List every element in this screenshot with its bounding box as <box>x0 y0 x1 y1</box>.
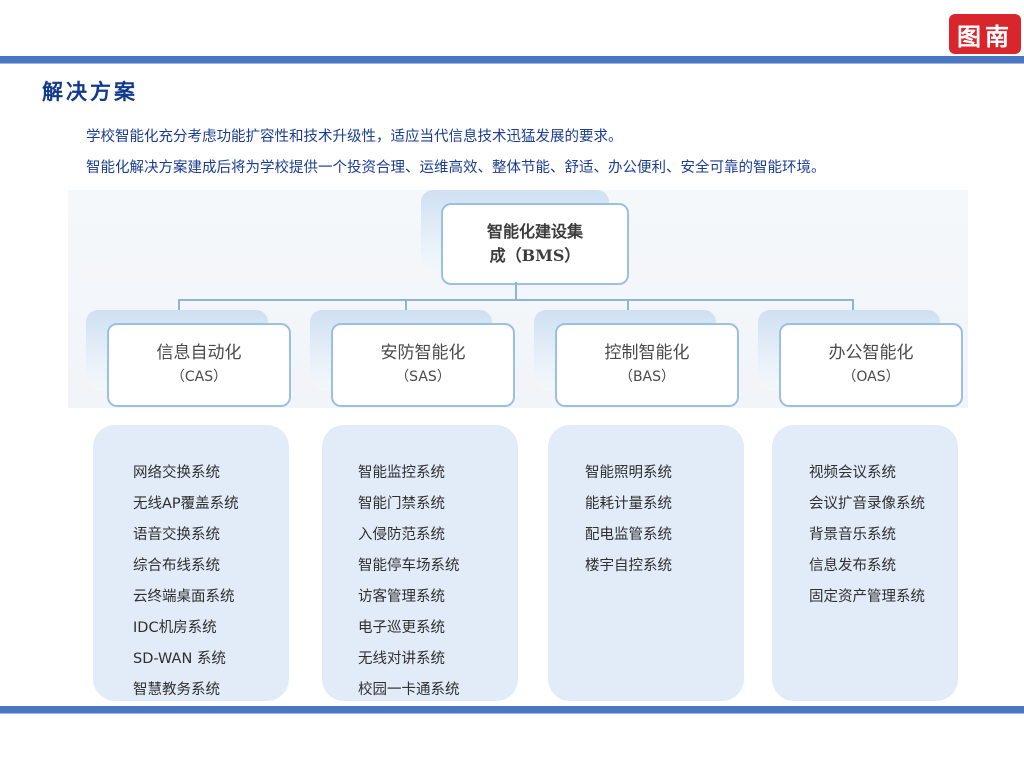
system-item: 网络交换系统 <box>133 465 220 481</box>
top-accent-line <box>0 63 1024 64</box>
systems-panel-cas: 网络交换系统 无线AP覆盖系统 语音交换系统 综合布线系统 云终端桌面系统 ID… <box>93 425 289 701</box>
system-item: 校园一卡通系统 <box>358 682 460 698</box>
connector-horizontal <box>178 299 854 301</box>
category-node-sas: 安防智能化 （SAS） <box>331 323 515 407</box>
system-item: 智能照明系统 <box>585 465 672 481</box>
system-item: 楼宇自控系统 <box>585 558 672 574</box>
bottom-accent-line <box>0 713 1024 714</box>
system-item: 入侵防范系统 <box>358 527 445 543</box>
category-code: （BAS） <box>618 369 676 385</box>
systems-panel-oas: 视频会议系统 会议扩音录像系统 背景音乐系统 信息发布系统 固定资产管理系统 <box>772 425 958 701</box>
category-node-oas: 办公智能化 （OAS） <box>779 323 963 407</box>
intro-line-1: 学校智能化充分考虑功能扩容性和技术升级性，适应当代信息技术迅猛发展的要求。 <box>86 129 623 145</box>
intro-line-2: 智能化解决方案建成后将为学校提供一个投资合理、运维高效、整体节能、舒适、办公便利… <box>86 160 826 176</box>
systems-panel-bas: 智能照明系统 能耗计量系统 配电监管系统 楼宇自控系统 <box>548 425 744 701</box>
system-item: 智能门禁系统 <box>358 496 445 512</box>
category-code: （SAS） <box>395 369 451 385</box>
systems-list: 智能监控系统 智能门禁系统 入侵防范系统 智能停车场系统 访客管理系统 电子巡更… <box>358 463 460 711</box>
category-name: 控制智能化 <box>604 343 690 363</box>
system-item: 综合布线系统 <box>133 558 220 574</box>
category-node-bas: 控制智能化 （BAS） <box>555 323 739 407</box>
system-item: 电子巡更系统 <box>358 620 445 636</box>
system-item: 智能监控系统 <box>358 465 445 481</box>
systems-list: 网络交换系统 无线AP覆盖系统 语音交换系统 综合布线系统 云终端桌面系统 ID… <box>133 463 239 711</box>
systems-panel-sas: 智能监控系统 智能门禁系统 入侵防范系统 智能停车场系统 访客管理系统 电子巡更… <box>322 425 518 701</box>
system-item: 信息发布系统 <box>809 558 896 574</box>
system-item: 无线对讲系统 <box>358 651 445 667</box>
root-node-bms: 智能化建设集 成（BMS） <box>441 203 629 285</box>
system-item: 智能停车场系统 <box>358 558 460 574</box>
system-item: 能耗计量系统 <box>585 496 672 512</box>
system-item: IDC机房系统 <box>133 620 217 636</box>
systems-list: 智能照明系统 能耗计量系统 配电监管系统 楼宇自控系统 <box>585 463 672 587</box>
system-item: 无线AP覆盖系统 <box>133 496 239 512</box>
system-item: 语音交换系统 <box>133 527 220 543</box>
system-item: 云终端桌面系统 <box>133 589 235 605</box>
category-name: 办公智能化 <box>828 343 914 363</box>
system-item: 访客管理系统 <box>358 589 445 605</box>
category-name: 信息自动化 <box>156 343 242 363</box>
system-item: 视频会议系统 <box>809 465 896 481</box>
category-code: （CAS） <box>170 369 228 385</box>
category-name: 安防智能化 <box>380 343 466 363</box>
system-item: 固定资产管理系统 <box>809 589 925 605</box>
page-title: 解决方案 <box>42 79 138 104</box>
category-node-cas: 信息自动化 （CAS） <box>107 323 291 407</box>
system-item: 背景音乐系统 <box>809 527 896 543</box>
connector-root-stem <box>515 282 517 300</box>
system-item: 会议扩音录像系统 <box>809 496 925 512</box>
category-code: （OAS） <box>842 369 900 385</box>
bottom-accent-bar <box>0 706 1024 713</box>
system-item: SD-WAN 系统 <box>133 651 226 667</box>
systems-list: 视频会议系统 会议扩音录像系统 背景音乐系统 信息发布系统 固定资产管理系统 <box>809 463 925 618</box>
system-item: 智慧教务系统 <box>133 682 220 698</box>
root-node-line-2: 成（BMS） <box>489 246 581 265</box>
system-item: 配电监管系统 <box>585 527 672 543</box>
top-accent-bar <box>0 56 1024 63</box>
brand-logo: 图南 <box>949 14 1021 54</box>
root-node-line-1: 智能化建设集 <box>486 222 583 241</box>
